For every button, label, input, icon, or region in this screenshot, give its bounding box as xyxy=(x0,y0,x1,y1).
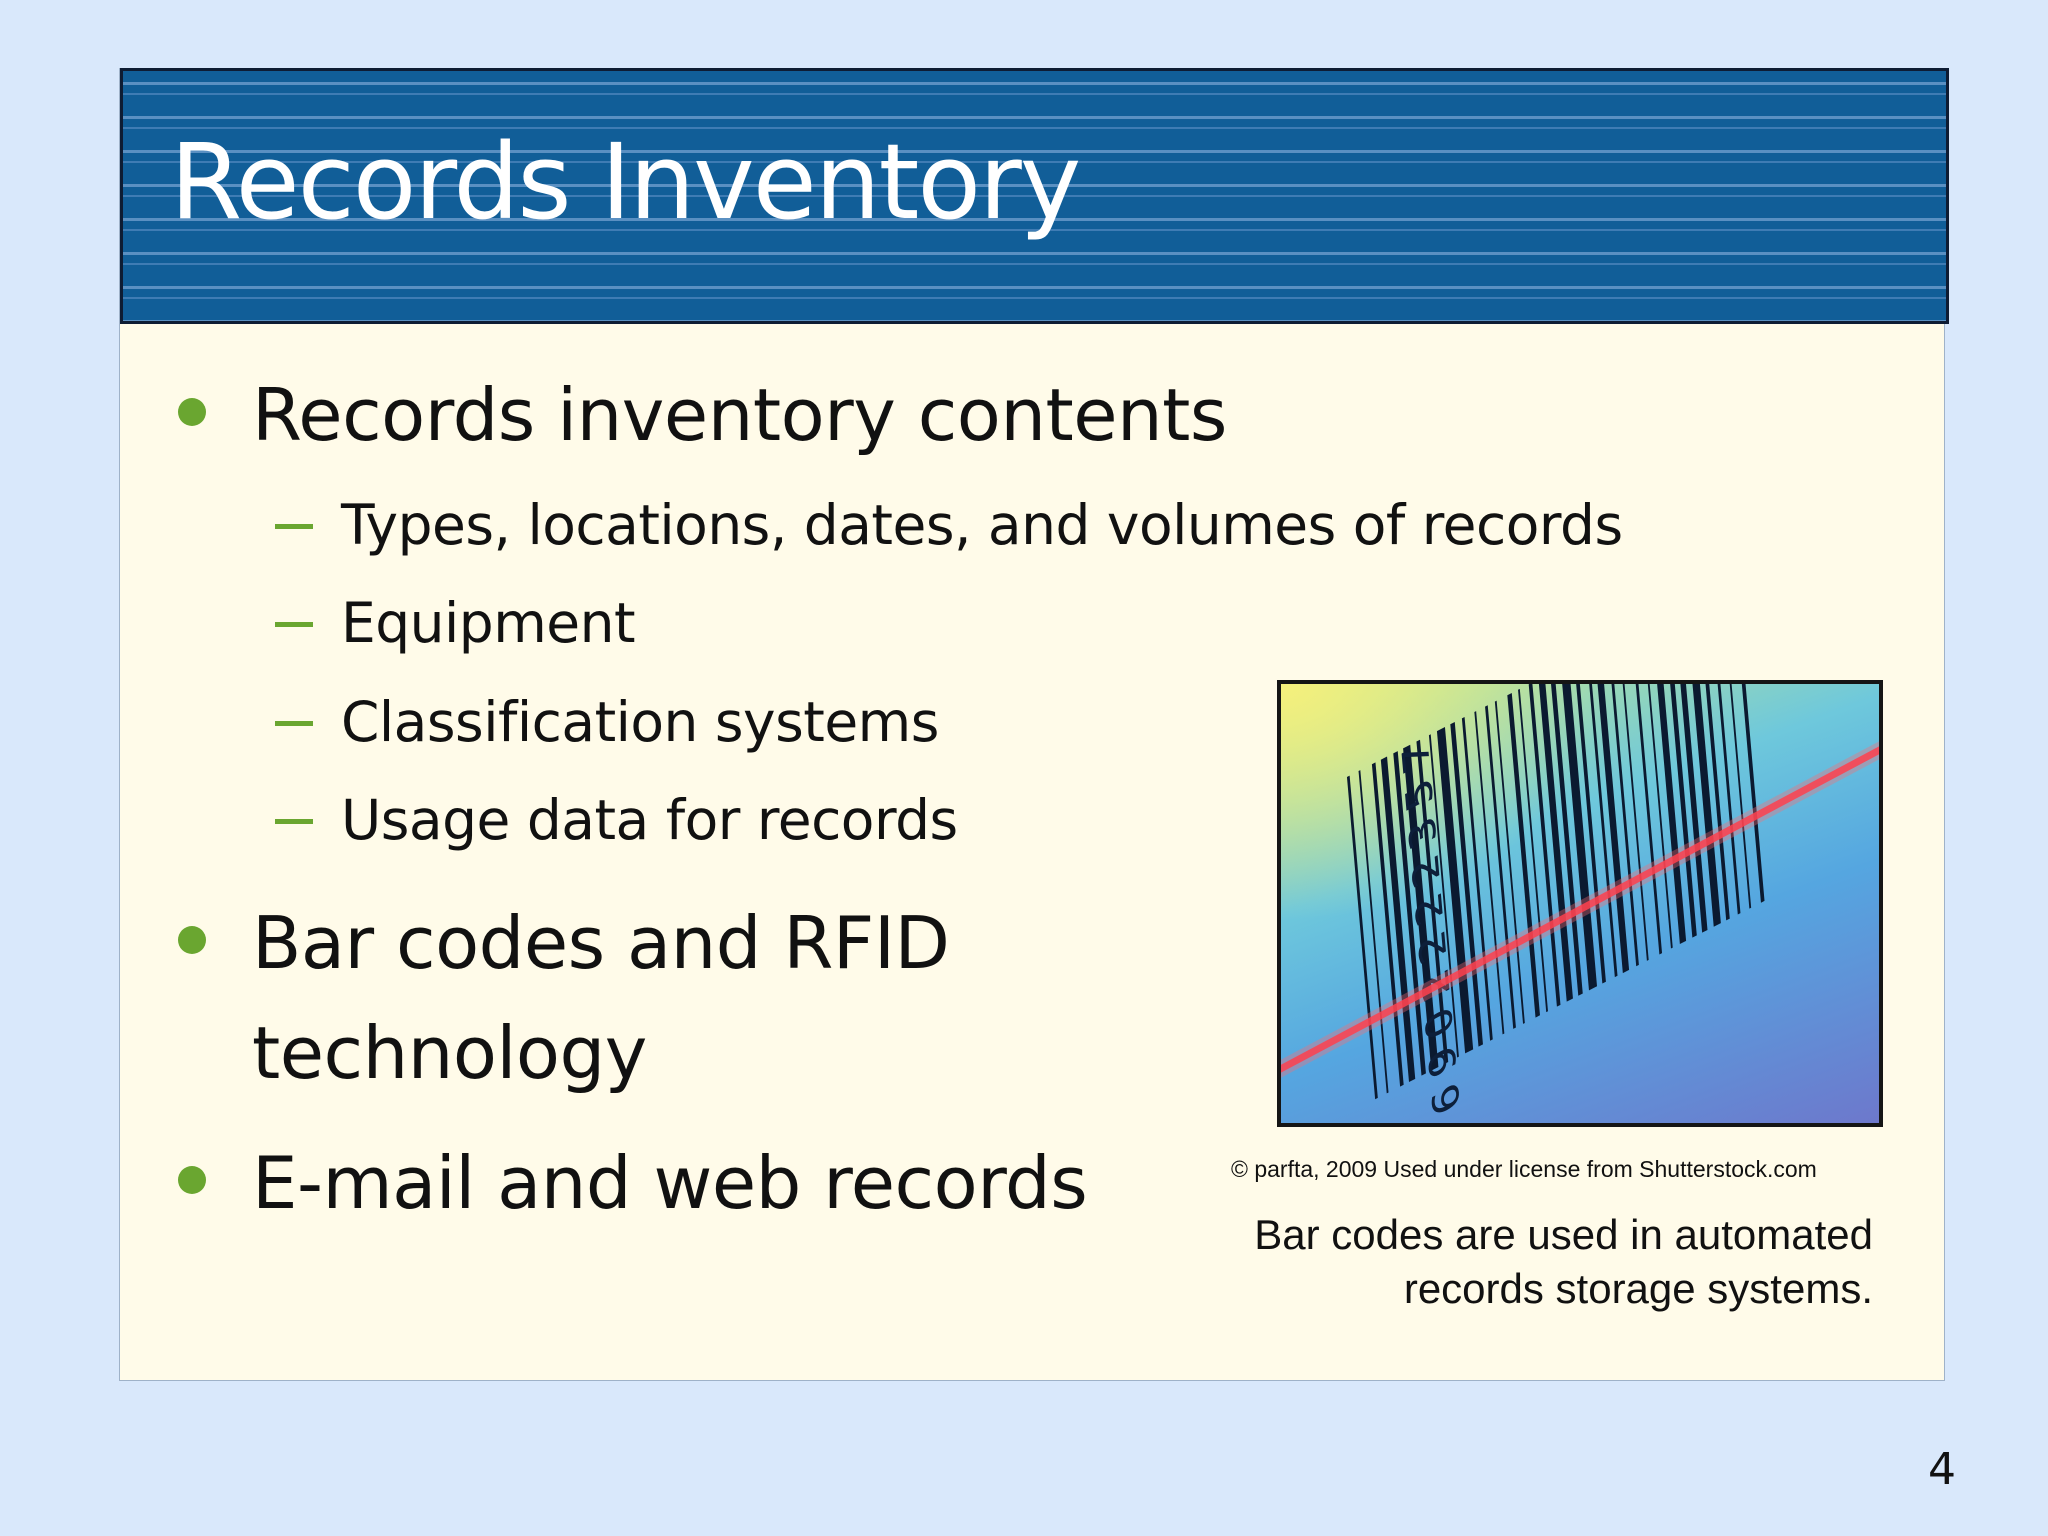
bullet-dot-icon xyxy=(178,398,206,426)
sub-bullet-text: Classification systems xyxy=(341,690,939,754)
image-caption: Bar codes are used in automated records … xyxy=(1173,1208,1873,1316)
dash-icon xyxy=(275,721,313,726)
bullet-text: technology xyxy=(252,1011,647,1095)
barcode-bar xyxy=(1673,684,1708,933)
barcode-bar xyxy=(1721,684,1752,909)
dash-icon xyxy=(275,622,313,627)
sub-bullet-text: Usage data for records xyxy=(341,788,958,852)
barcode-bar xyxy=(1709,684,1741,915)
sub-bullet-item: Usage data for records xyxy=(275,780,958,860)
bullet-text: Bar codes and RFID xyxy=(252,901,950,985)
slide-title: Records Inventory xyxy=(170,121,1081,243)
dash-icon xyxy=(275,819,313,824)
bullet-text: Records inventory contents xyxy=(252,373,1227,457)
barcode-bar xyxy=(1685,684,1721,927)
sub-bullet-text: Types, locations, dates, and volumes of … xyxy=(341,493,1623,557)
bullet-item: Bar codes and RFID xyxy=(178,888,950,998)
barcode-bar xyxy=(1651,684,1687,945)
page-number: 4 xyxy=(1928,1444,1956,1495)
dash-icon xyxy=(275,524,313,529)
caption-line: Bar codes are used in automated xyxy=(1254,1211,1873,1258)
sub-bullet-item: Classification systems xyxy=(275,682,939,762)
bullet-continuation: technology xyxy=(252,998,647,1108)
laser-beam xyxy=(1281,746,1879,1073)
sub-bullet-item: Types, locations, dates, and volumes of … xyxy=(275,485,1623,565)
barcode-photo: 6902222357 xyxy=(1277,680,1883,1127)
bullet-dot-icon xyxy=(178,1166,206,1194)
barcode-bar xyxy=(1732,684,1765,903)
bullet-item: E-mail and web records xyxy=(178,1128,1088,1238)
barcode-illustration: 6902222357 xyxy=(1281,684,1879,1123)
sub-bullet-item: Equipment xyxy=(275,583,636,663)
title-bar xyxy=(120,68,1949,324)
laser-glow xyxy=(1281,741,1879,1078)
bullet-text: E-mail and web records xyxy=(252,1141,1088,1225)
caption-line: records storage systems. xyxy=(1403,1265,1873,1312)
barcode-bar xyxy=(1698,684,1730,921)
barcode-bar xyxy=(1664,684,1697,938)
bullet-dot-icon xyxy=(178,926,206,954)
image-credit: © parfta, 2009 Used under license from S… xyxy=(1231,1156,1817,1182)
bullet-item: Records inventory contents xyxy=(178,360,1227,470)
sub-bullet-text: Equipment xyxy=(341,591,636,655)
